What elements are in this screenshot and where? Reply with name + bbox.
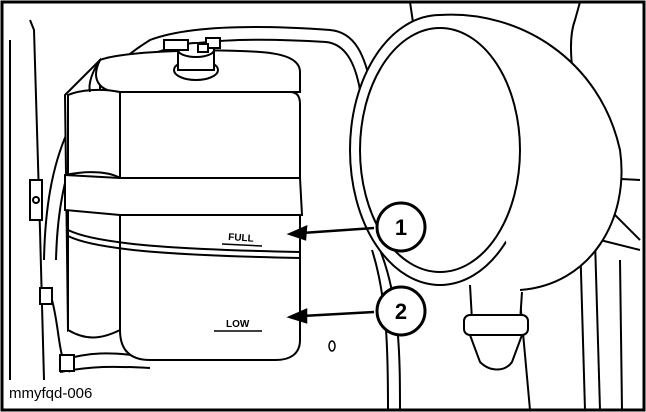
reservoir-tank	[63, 37, 304, 361]
full-mark-line	[221, 243, 263, 247]
mount-bracket	[29, 179, 75, 372]
callout-arrows	[286, 225, 375, 324]
callout-1: 1	[375, 201, 427, 253]
callout-1-number: 1	[395, 215, 407, 240]
figure-code: mmyfqd-006	[6, 384, 96, 404]
callout-2-number: 2	[395, 299, 407, 324]
full-mark-label: FULL	[228, 232, 254, 245]
low-mark-label: LOW	[226, 319, 250, 330]
filter-housing	[349, 13, 623, 371]
bolt-icon	[328, 340, 336, 352]
callout-2: 2	[375, 285, 427, 337]
